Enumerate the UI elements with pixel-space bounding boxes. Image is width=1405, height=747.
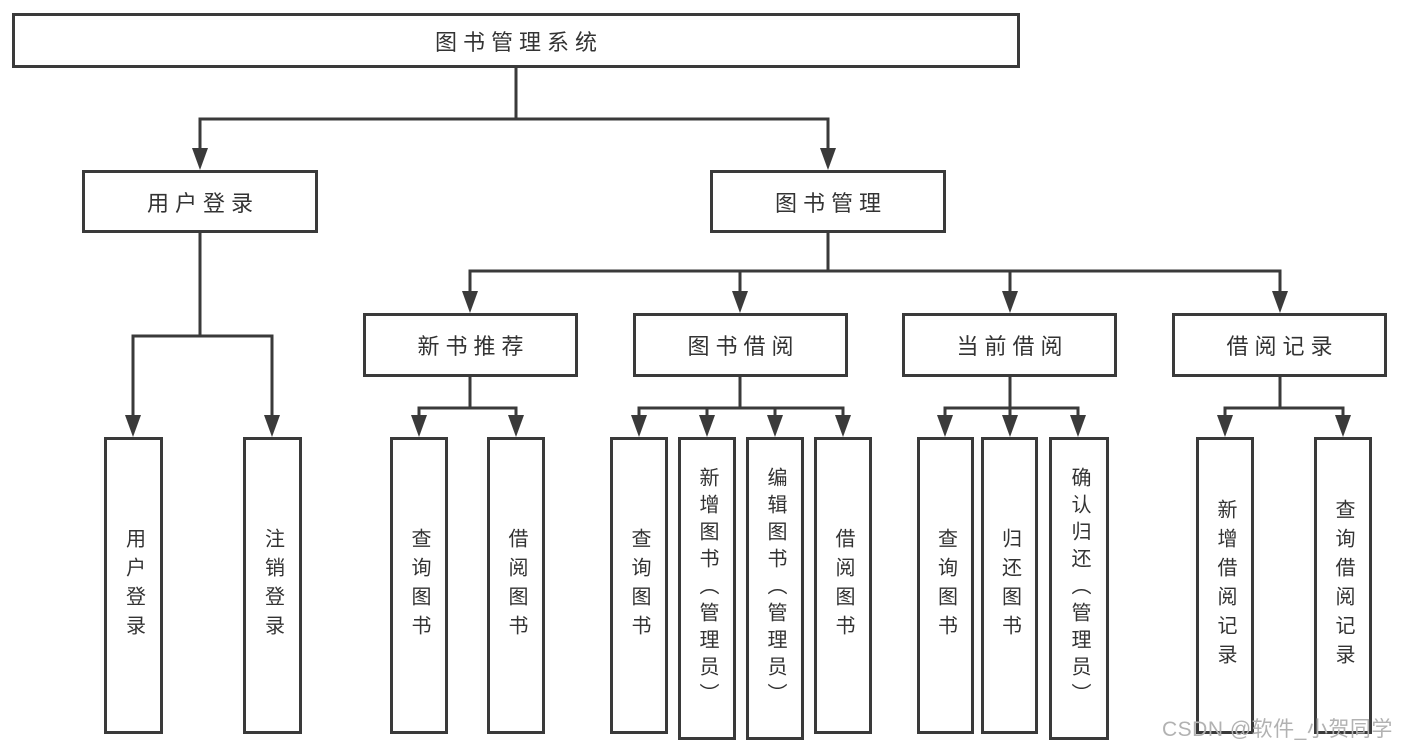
node-book-borrow-label: 图书借阅 — [687, 334, 800, 359]
node-current-borrow: 当前借阅 — [902, 313, 1117, 377]
node-library-system: 图书管理系统 — [12, 13, 1020, 68]
node-library-system-label: 图书管理系统 — [434, 29, 603, 55]
leaf-borrow-add-books-admin: 新增图书（管理员） — [678, 437, 736, 740]
leaf-records-add-record-label: 新增借阅记录 — [1214, 498, 1236, 673]
leaf-records-query-record-label: 查询借阅记录 — [1332, 498, 1354, 673]
leaf-borrow-edit-books-admin-label: 编辑图书（管理员） — [764, 467, 786, 710]
leaf-current-confirm-return-admin-label: 确认归还（管理员） — [1068, 467, 1090, 710]
leaf-records-add-record: 新增借阅记录 — [1196, 437, 1254, 734]
leaf-borrow-add-books-admin-label: 新增图书（管理员） — [696, 467, 718, 710]
leaf-current-return-books-label: 归还图书 — [998, 527, 1021, 644]
leaf-current-confirm-return-admin: 确认归还（管理员） — [1049, 437, 1109, 740]
node-user-login-label: 用户登录 — [146, 190, 259, 216]
leaf-newbook-query-books: 查询图书 — [390, 437, 448, 734]
node-current-borrow-label: 当前借阅 — [956, 334, 1069, 359]
node-book-management-label: 图书管理 — [774, 190, 887, 216]
leaf-logout-login: 注销登录 — [243, 437, 302, 734]
leaf-records-query-record: 查询借阅记录 — [1314, 437, 1372, 734]
watermark: CSDN @软件_小贺同学 — [1162, 718, 1393, 741]
leaf-borrow-edit-books-admin: 编辑图书（管理员） — [746, 437, 804, 740]
node-user-login: 用户登录 — [82, 170, 318, 233]
leaf-borrow-borrow-books-label: 借阅图书 — [832, 527, 854, 644]
node-borrow-records: 借阅记录 — [1172, 313, 1387, 377]
leaf-user-login: 用户登录 — [104, 437, 163, 734]
leaf-logout-login-label: 注销登录 — [261, 527, 284, 644]
leaf-newbook-borrow-books: 借阅图书 — [487, 437, 545, 734]
node-borrow-records-label: 借阅记录 — [1226, 334, 1339, 359]
leaf-current-return-books: 归还图书 — [981, 437, 1038, 734]
node-new-book-recommend-label: 新书推荐 — [417, 334, 530, 359]
leaf-borrow-query-books: 查询图书 — [610, 437, 668, 734]
leaf-user-login-label: 用户登录 — [122, 527, 145, 644]
node-new-book-recommend: 新书推荐 — [363, 313, 578, 377]
leaf-newbook-query-books-label: 查询图书 — [408, 527, 430, 644]
leaf-current-query-books: 查询图书 — [917, 437, 974, 734]
leaf-newbook-borrow-books-label: 借阅图书 — [505, 527, 527, 644]
leaf-current-query-books-label: 查询图书 — [934, 527, 957, 644]
leaf-borrow-borrow-books: 借阅图书 — [814, 437, 872, 734]
node-book-borrow: 图书借阅 — [633, 313, 848, 377]
leaf-borrow-query-books-label: 查询图书 — [628, 527, 650, 644]
node-book-management: 图书管理 — [710, 170, 946, 233]
